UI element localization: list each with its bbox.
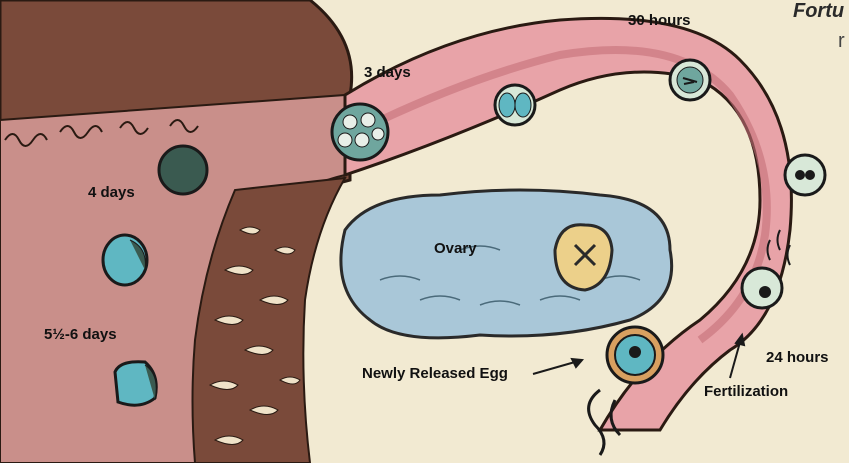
blastocyst-4-days [159, 146, 207, 194]
label-30-hours: 30 hours [628, 12, 691, 29]
label-newly-released-egg: Newly Released Egg [362, 365, 508, 382]
fertilized-egg-24-hours [742, 268, 782, 308]
two-cell-embryo [495, 85, 535, 125]
label-5-6-days: 5½-6 days [44, 326, 117, 343]
header-partial-text: r [838, 30, 845, 53]
implanting-blastocyst [115, 362, 156, 405]
label-4-days: 4 days [88, 184, 135, 201]
morula-3-days [332, 104, 388, 160]
label-ovary: Ovary [434, 240, 477, 257]
label-24-hours: 24 hours [766, 349, 829, 366]
blastocyst-hatching [103, 235, 147, 285]
label-fertilization: Fertilization [704, 383, 788, 400]
pronuclei-cell [785, 155, 825, 195]
header-partial-title: Fortu [793, 0, 844, 23]
ovary-shape [341, 190, 672, 338]
newly-released-egg-cell [607, 327, 663, 383]
zygote-30-hours [670, 60, 710, 100]
label-3-days: 3 days [364, 64, 411, 81]
